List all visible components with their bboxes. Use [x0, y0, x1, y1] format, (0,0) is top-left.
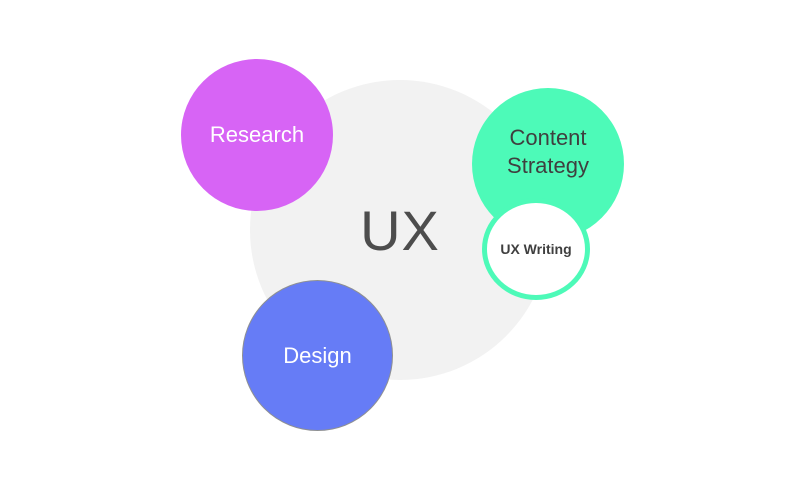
content-strategy-label: Content Strategy: [507, 125, 589, 178]
ux-writing-circle: UX Writing: [482, 198, 590, 300]
content-strategy-circle: Content Strategy: [472, 88, 624, 240]
ux-label: UX: [360, 198, 440, 262]
design-label: Design: [283, 342, 352, 368]
ux-writing-label: UX Writing: [500, 241, 572, 257]
research-circle: Research: [181, 59, 333, 211]
design-circle: Design: [242, 280, 393, 431]
research-label: Research: [209, 122, 305, 147]
